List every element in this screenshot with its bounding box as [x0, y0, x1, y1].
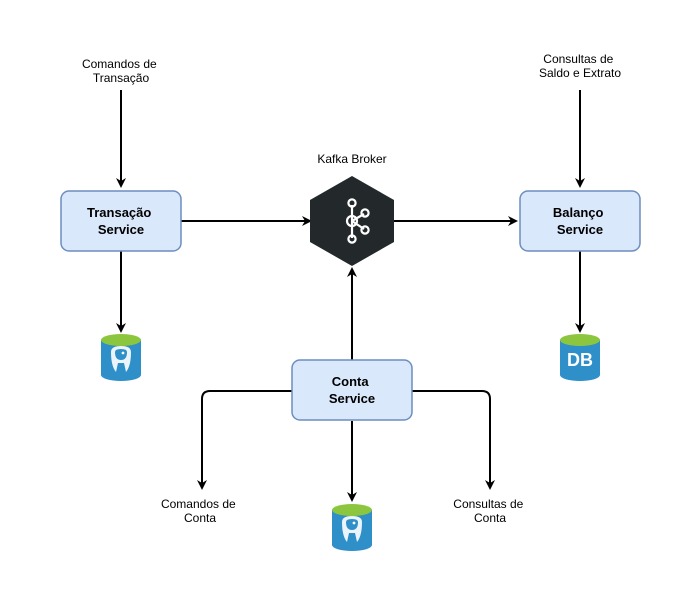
- conta-service-line1: Conta: [332, 374, 370, 389]
- conta-service-label: Conta Service: [329, 374, 375, 406]
- balanco-service-label: Balanço Service: [553, 205, 607, 237]
- label-comandos-conta-line1: Comandos de: [161, 497, 236, 511]
- kafka-broker-label: Kafka Broker: [317, 152, 386, 166]
- label-consultas-saldo-line2: Saldo e Extrato: [539, 66, 621, 80]
- edge-conta-to-consultas: [412, 390, 495, 490]
- kafka-broker-node[interactable]: [310, 176, 394, 266]
- balanco-service-line2: Service: [557, 222, 603, 237]
- conta-service-box: [291, 359, 413, 421]
- edge-conta-to-comandos: [197, 390, 292, 490]
- transacao-service-box: [60, 190, 182, 252]
- label-comandos-transacao-line1: Comandos de: [82, 57, 157, 71]
- label-consultas-conta-line1: Consultas de: [453, 497, 523, 511]
- label-consultas-saldo-line1: Consultas de: [543, 52, 613, 66]
- label-comandos-transacao-line2: Transação: [93, 71, 150, 85]
- balanco-service-line1: Balanço: [553, 205, 604, 220]
- label-comandos-conta-line2: Conta: [184, 511, 216, 525]
- conta-db: [332, 504, 372, 551]
- label-consultas-conta: Consultas de Conta: [453, 497, 526, 525]
- transacao-service-node[interactable]: Transação Service: [60, 190, 182, 252]
- database-icon: DB: [567, 350, 593, 370]
- balanco-service-box: [519, 190, 641, 252]
- transacao-db: [101, 334, 141, 381]
- label-consultas-conta-line2: Conta: [474, 511, 506, 525]
- conta-service-node[interactable]: Conta Service: [291, 359, 413, 421]
- balanco-db: DB: [560, 334, 600, 381]
- label-consultas-saldo: Consultas de Saldo e Extrato: [539, 52, 621, 80]
- transacao-service-line2: Service: [98, 222, 144, 237]
- edges: [116, 90, 585, 502]
- postgresql-icon: [111, 346, 131, 372]
- label-comandos-transacao: Comandos de Transação: [82, 57, 160, 85]
- transacao-service-line1: Transação: [87, 205, 151, 220]
- kafka-icon: [345, 198, 370, 244]
- transacao-service-label: Transação Service: [87, 205, 155, 237]
- balanco-service-node[interactable]: Balanço Service: [519, 190, 641, 252]
- conta-service-line2: Service: [329, 391, 375, 406]
- label-comandos-conta: Comandos de Conta: [161, 497, 239, 525]
- postgresql-icon: [342, 516, 362, 542]
